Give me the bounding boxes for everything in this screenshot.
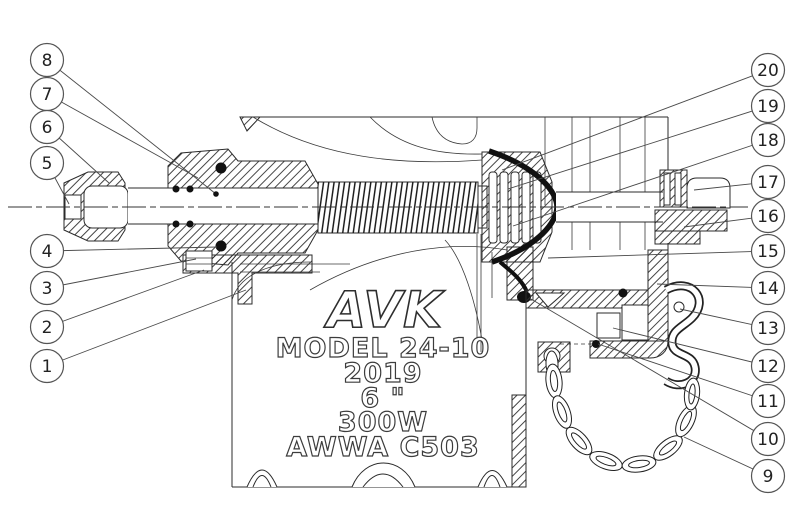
callout-18: 18 (750, 122, 786, 158)
callout-number: 17 (757, 173, 779, 193)
callout-balloons: 8 7 6 5 4 3 2 1 20 19 18 17 16 15 14 13 … (29, 42, 786, 494)
callout-number: 6 (42, 118, 53, 138)
spline-end-rib (663, 172, 671, 206)
callout-number: 9 (763, 467, 774, 487)
housing-hatch-corner (239, 116, 262, 132)
gland-upper-hatch (167, 148, 319, 189)
callout-number: 18 (757, 131, 779, 151)
callout-8: 8 (29, 42, 65, 78)
callout-number: 1 (42, 357, 53, 377)
spline-rib (510, 171, 520, 244)
bracket-foot-hatch (589, 340, 669, 359)
callout-number: 7 (42, 85, 53, 105)
callout-number: 12 (757, 357, 779, 377)
callout-number: 4 (42, 242, 53, 262)
s-hook (663, 281, 704, 390)
spline-end-rib (674, 172, 682, 206)
callout-10: 10 (750, 421, 786, 457)
callout-15: 15 (750, 233, 786, 269)
callout-1: 1 (29, 348, 65, 384)
stamp-size: 6 " (360, 383, 405, 414)
callout-number: 19 (757, 97, 779, 117)
callout-19: 19 (750, 88, 786, 124)
callout-number: 14 (757, 279, 779, 299)
callout-12: 12 (750, 348, 786, 384)
stuffing-box (167, 148, 319, 305)
nameplate-stamp: AVK MODEL 24-10 2019 6 " 300W AWWA C503 (275, 280, 491, 463)
leader-lines (46, 59, 769, 477)
bottom-arch-inner (252, 475, 272, 488)
bottom-arch-inner (362, 473, 404, 488)
callout-20: 20 (750, 52, 786, 88)
callout-7: 7 (29, 76, 65, 112)
packing-assembly (481, 148, 560, 303)
shoe-body (231, 234, 534, 488)
callout-3: 3 (29, 270, 65, 306)
stamp-standard: AWWA C503 (286, 432, 480, 463)
callout-number: 20 (757, 61, 779, 81)
callout-number: 3 (42, 279, 53, 299)
operating-nut (63, 171, 129, 242)
stamp-model: MODEL 24-10 (276, 333, 491, 364)
shoe-wall-hatch (511, 394, 527, 488)
callout-6: 6 (29, 109, 65, 145)
callout-2: 2 (29, 309, 65, 345)
o-ring (186, 220, 194, 228)
callout-11: 11 (750, 383, 786, 419)
callout-5: 5 (29, 145, 65, 181)
callout-number: 11 (757, 392, 779, 412)
end-flange-hatch (654, 209, 728, 232)
flange-bolt (185, 250, 213, 272)
flange-hatch (182, 254, 313, 305)
stem-cap (686, 177, 731, 209)
leader-dot (213, 191, 219, 197)
spline-rib (521, 171, 531, 244)
bottom-arch-inner (483, 475, 501, 488)
seal-ring-lower (215, 240, 227, 252)
callout-13: 13 (750, 310, 786, 346)
callout-number: 8 (42, 51, 53, 71)
o-ring (186, 185, 194, 193)
callout-17: 17 (750, 164, 786, 200)
upper-housing (239, 116, 669, 250)
stamp-rating: 300W (338, 407, 428, 438)
drain-plug-inner (596, 312, 621, 339)
spline-rib (488, 171, 498, 244)
o-ring (172, 185, 180, 193)
spline-rib (499, 171, 509, 244)
callout-number: 15 (757, 242, 779, 262)
drain-plug (621, 304, 649, 341)
callout-number: 13 (757, 319, 779, 339)
bracket-notch (534, 292, 566, 308)
callout-number: 2 (42, 318, 53, 338)
callout-number: 10 (757, 430, 779, 450)
hook-eye (673, 301, 685, 313)
rubber-seat-tail (498, 260, 529, 293)
stamp-year: 2019 (343, 358, 422, 389)
right-bracket (525, 249, 669, 373)
callout-9: 9 (750, 458, 786, 494)
bracket-column-hatch (647, 249, 669, 342)
callout-16: 16 (750, 198, 786, 234)
end-flange-step-hatch (654, 230, 701, 245)
seal-ring-upper (215, 162, 227, 174)
callout-14: 14 (750, 270, 786, 306)
stem-assembly (128, 162, 488, 252)
pin-dot (618, 288, 628, 298)
callout-number: 5 (42, 154, 53, 174)
callout-4: 4 (29, 233, 65, 269)
screw-dot (592, 340, 600, 348)
stamp-logo-text: AVK (323, 281, 445, 339)
o-ring (172, 220, 180, 228)
callout-number: 16 (757, 207, 779, 227)
spline-rib (532, 171, 542, 244)
stem-threads (318, 182, 478, 233)
